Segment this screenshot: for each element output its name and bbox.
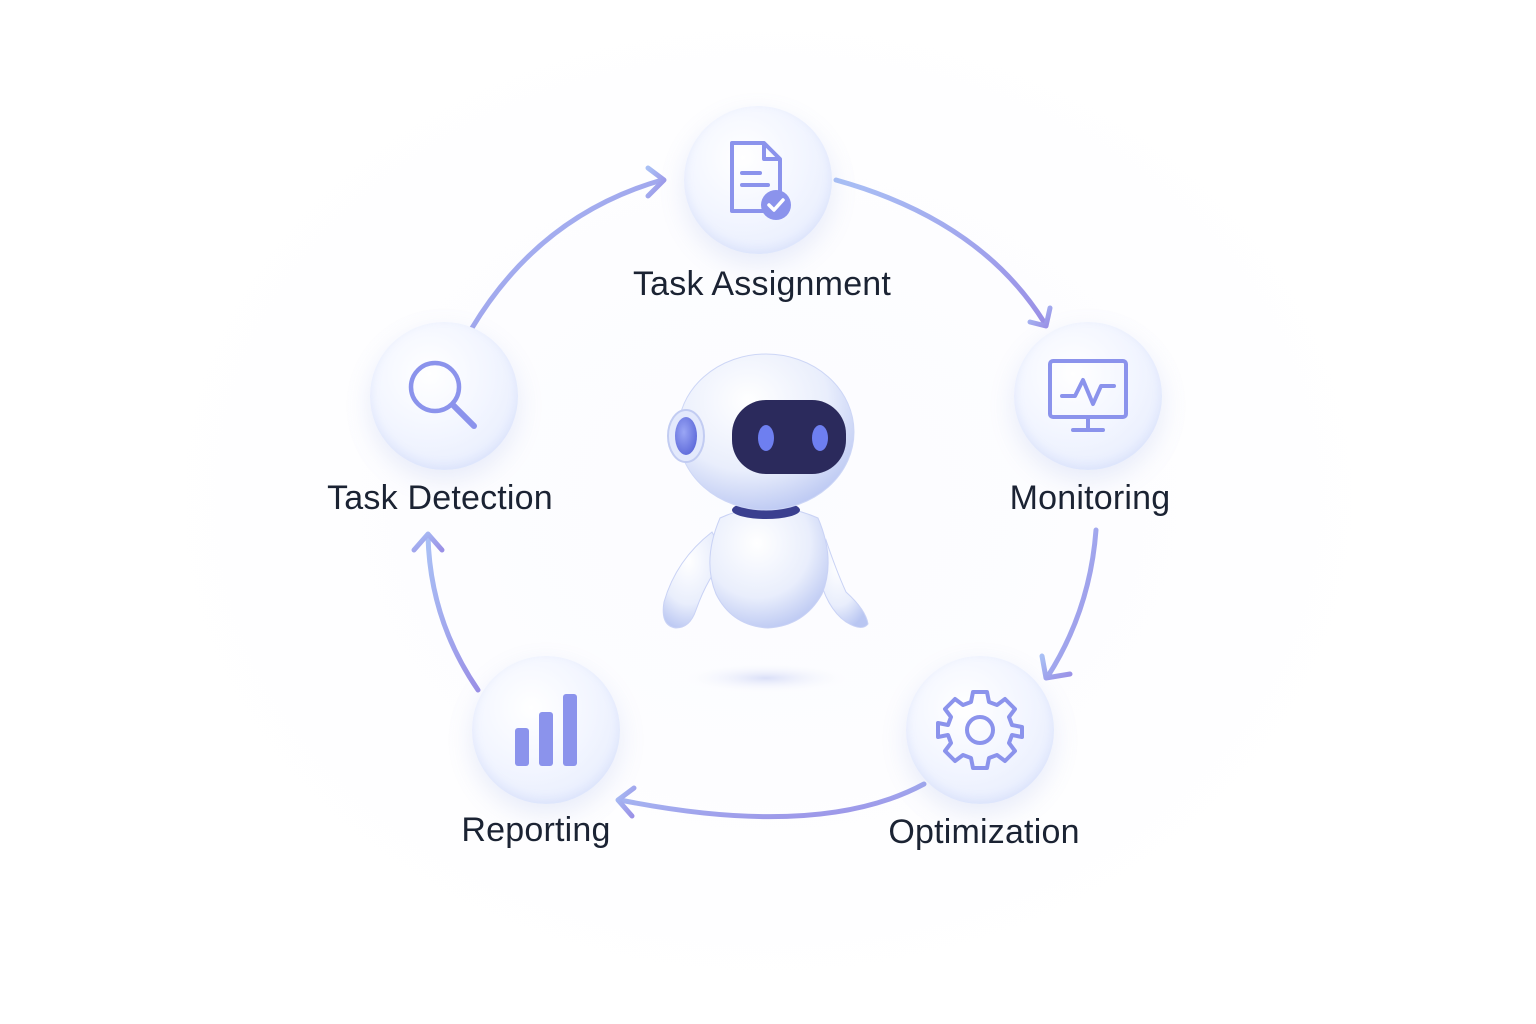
step-task-detection-node <box>370 322 518 470</box>
arrowhead-assignment-to-monitoring <box>1027 305 1053 329</box>
step-label-reporting: Reporting <box>461 811 611 849</box>
document-check-icon <box>730 141 791 220</box>
step-monitoring-node <box>1014 322 1162 470</box>
arrowhead-monitoring-to-optimization <box>1039 653 1073 681</box>
gear-icon <box>936 690 1024 770</box>
step-label-task-assignment: Task Assignment <box>632 265 892 303</box>
step-optimization-node <box>906 656 1054 804</box>
step-label-optimization: Optimization <box>888 813 1080 851</box>
arrow-optimization-to-reporting <box>617 781 927 820</box>
step-reporting-node <box>472 656 620 804</box>
arrowhead-reporting-to-detection <box>411 531 445 553</box>
bar-chart-icon <box>515 694 577 766</box>
step-label-task-detection: Task Detection <box>327 479 553 517</box>
arrow-monitoring-to-optimization <box>1045 527 1099 679</box>
step-task-assignment-node <box>684 106 832 254</box>
arrowhead-detection-to-assignment <box>645 165 667 199</box>
arrow-assignment-to-monitoring <box>833 177 1047 325</box>
step-label-monitoring: Monitoring <box>1009 479 1171 517</box>
arrowhead-optimization-to-reporting <box>615 785 637 819</box>
search-icon <box>408 360 477 429</box>
arrow-reporting-to-detection <box>425 533 481 693</box>
monitor-chart-icon <box>1048 359 1128 432</box>
arrow-detection-to-assignment <box>469 177 665 331</box>
robot-icon <box>640 340 900 720</box>
